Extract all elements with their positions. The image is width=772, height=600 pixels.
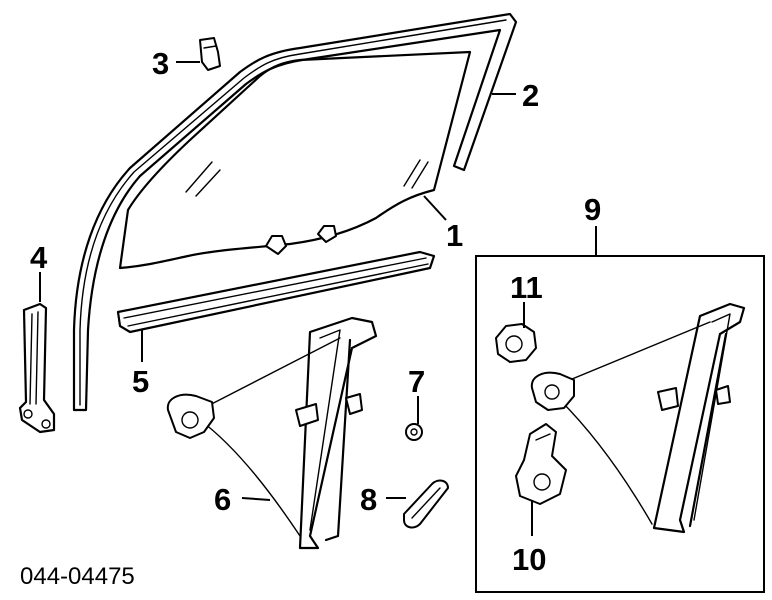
part-5-belt-moulding [116,250,436,334]
callout-5: 5 [132,364,149,399]
part-code-label: 044-04475 [20,563,135,590]
callout-4: 4 [30,240,48,275]
callout-9: 9 [584,192,601,227]
callout-10: 10 [512,542,546,577]
part-8-crank-handle [403,479,449,529]
part-11-gear [495,323,537,363]
callout-11: 11 [510,270,543,305]
leader-lines [39,61,533,536]
part-2-glass-run-channel [72,12,518,412]
callout-8: 8 [360,482,377,517]
part-9-assembly-box [475,226,765,593]
part-6-manual-regulator [166,316,378,550]
part-1-window-glass [118,50,472,270]
part-4-rear-channel [18,302,56,434]
part-3-clip [199,37,221,71]
callout-7: 7 [408,364,425,399]
part-7-washer [405,423,423,441]
callout-2: 2 [522,78,539,113]
part-10-motor [515,423,567,505]
callout-6: 6 [214,482,231,517]
power-regulator [530,302,746,534]
callout-3: 3 [152,46,169,81]
callout-1: 1 [446,218,463,253]
